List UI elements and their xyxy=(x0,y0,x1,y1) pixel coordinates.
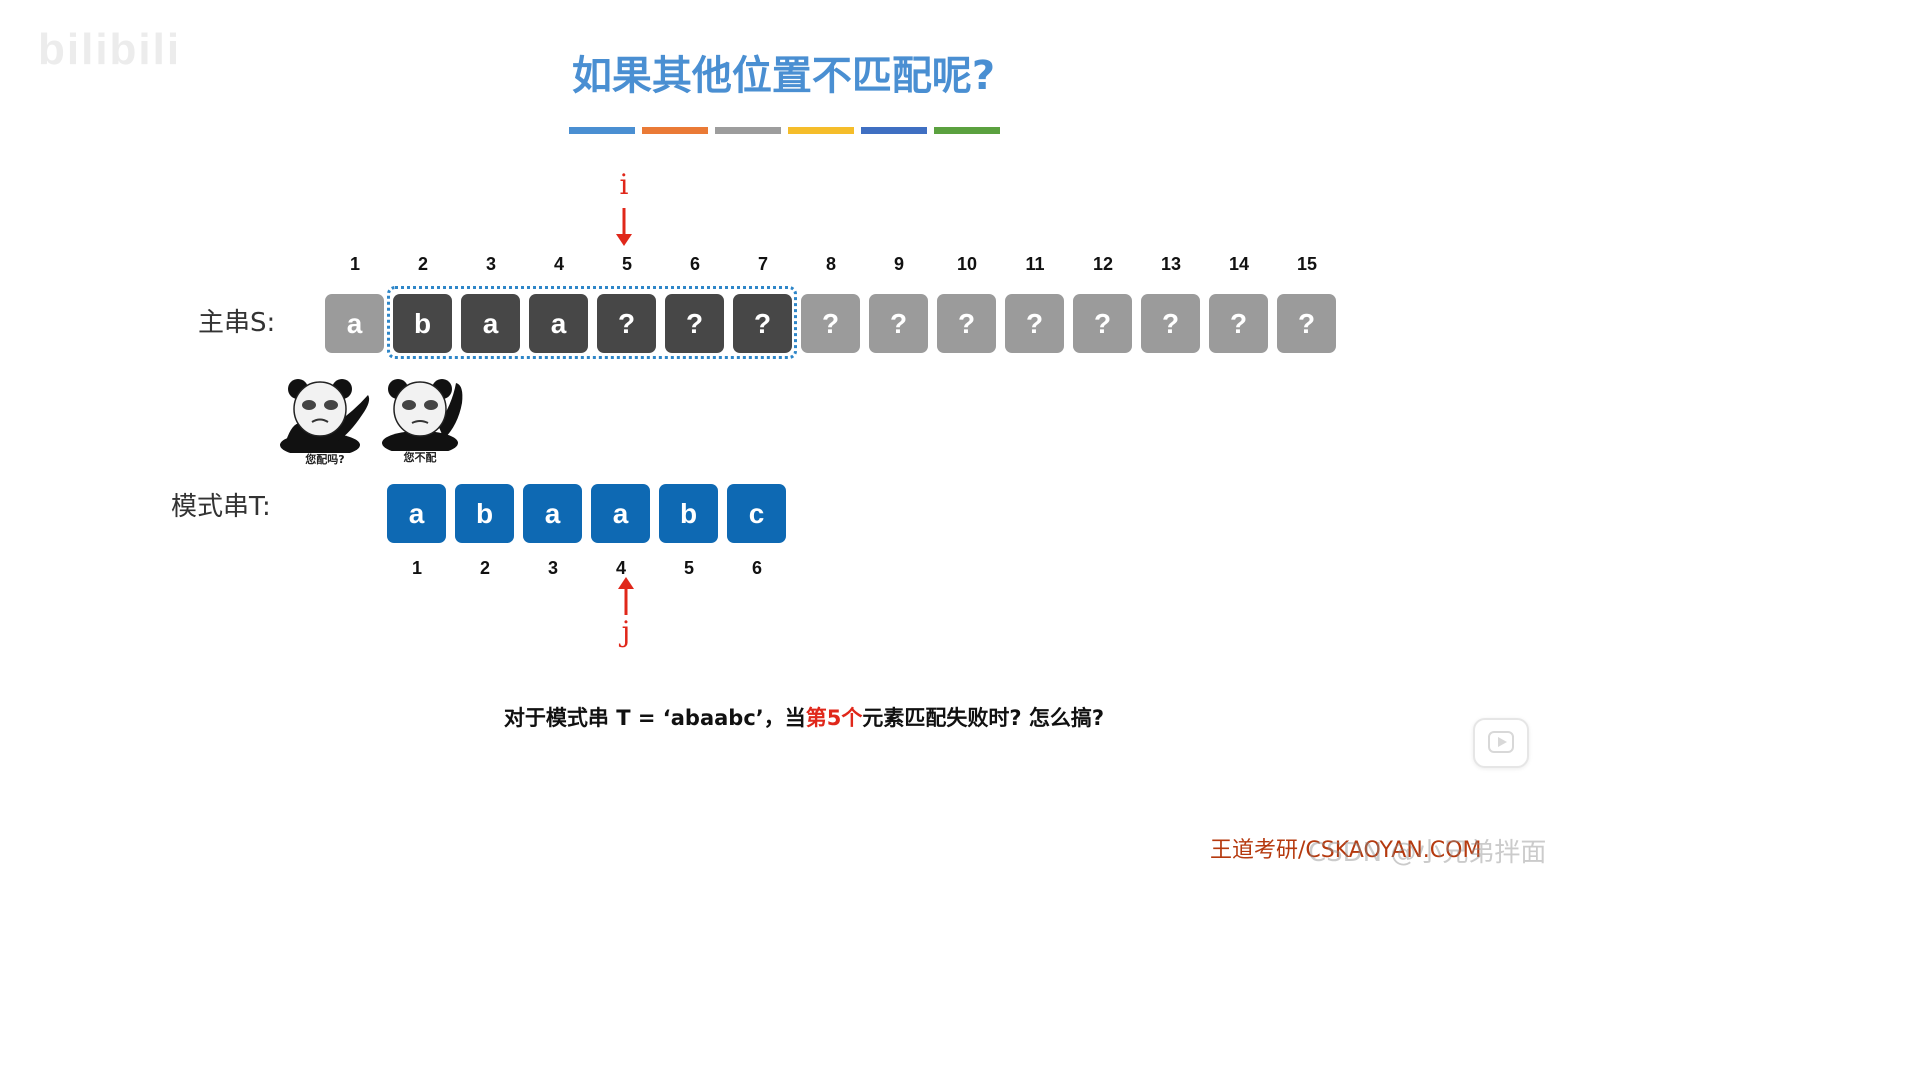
color-bar-blue xyxy=(569,127,635,134)
pattern-index-label: 2 xyxy=(455,559,515,577)
main-index-label: 2 xyxy=(393,255,453,273)
pattern-index-label: 6 xyxy=(727,559,787,577)
play-icon xyxy=(1475,720,1527,766)
main-index-label: 6 xyxy=(665,255,725,273)
pattern-string-cell: b xyxy=(455,484,514,543)
panda-meme-icon xyxy=(276,375,376,453)
pointer-j-label: j xyxy=(606,618,646,646)
main-string-cell: ? xyxy=(801,294,860,353)
pointer-j-arrow-icon xyxy=(616,575,636,617)
main-index-label: 9 xyxy=(869,255,929,273)
meme-caption-1: 您配吗? xyxy=(280,454,370,465)
main-index-label: 15 xyxy=(1277,255,1337,273)
pattern-string-cell: a xyxy=(387,484,446,543)
main-index-label: 14 xyxy=(1209,255,1269,273)
panda-meme-icon xyxy=(378,375,470,451)
main-string-cell: ? xyxy=(1277,294,1336,353)
pattern-string-cell: b xyxy=(659,484,718,543)
pattern-string-label: 模式串T: xyxy=(171,494,271,520)
color-bar-green xyxy=(934,127,1000,134)
main-string-cell: ? xyxy=(1073,294,1132,353)
main-index-label: 5 xyxy=(597,255,657,273)
main-string-cell: ? xyxy=(1209,294,1268,353)
question-suffix: 元素匹配失败时? 怎么搞? xyxy=(862,706,1104,730)
matched-segment-highlight xyxy=(387,286,797,359)
meme-caption-2: 您不配 xyxy=(375,452,465,463)
main-index-label: 8 xyxy=(801,255,861,273)
main-string-cell: ? xyxy=(1005,294,1064,353)
main-string-cell: ? xyxy=(937,294,996,353)
pattern-string-cell: a xyxy=(591,484,650,543)
csdn-watermark: CSDN @小兄弟拌面 xyxy=(1308,840,1546,866)
main-string-cell: a xyxy=(325,294,384,353)
color-bar-yellow xyxy=(788,127,854,134)
main-string-cell: ? xyxy=(869,294,928,353)
pattern-string-cell: c xyxy=(727,484,786,543)
color-bar-orange xyxy=(642,127,708,134)
question-highlight: 第5个 xyxy=(806,706,863,730)
main-index-label: 12 xyxy=(1073,255,1133,273)
color-bar-gray xyxy=(715,127,781,134)
main-index-label: 13 xyxy=(1141,255,1201,273)
pattern-index-label: 5 xyxy=(659,559,719,577)
main-string-cell: ? xyxy=(1141,294,1200,353)
color-bar-navy xyxy=(861,127,927,134)
main-index-label: 1 xyxy=(325,255,385,273)
play-button[interactable] xyxy=(1473,718,1529,768)
question-text: 对于模式串 T = ‘abaabc’，当第5个元素匹配失败时? 怎么搞? xyxy=(0,706,1608,731)
pointer-i-arrow-icon xyxy=(614,206,634,248)
main-index-label: 3 xyxy=(461,255,521,273)
main-index-label: 4 xyxy=(529,255,589,273)
slide-title: 如果其他位置不匹配呢? xyxy=(0,56,1567,96)
main-index-label: 11 xyxy=(1005,255,1065,273)
pattern-index-label: 1 xyxy=(387,559,447,577)
main-index-label: 7 xyxy=(733,255,793,273)
pattern-string-cell: a xyxy=(523,484,582,543)
pointer-i-label: i xyxy=(604,171,644,199)
main-index-label: 10 xyxy=(937,255,997,273)
question-prefix: 对于模式串 T = ‘abaabc’，当 xyxy=(504,706,806,730)
pattern-index-label: 3 xyxy=(523,559,583,577)
main-string-label: 主串S: xyxy=(198,310,275,336)
